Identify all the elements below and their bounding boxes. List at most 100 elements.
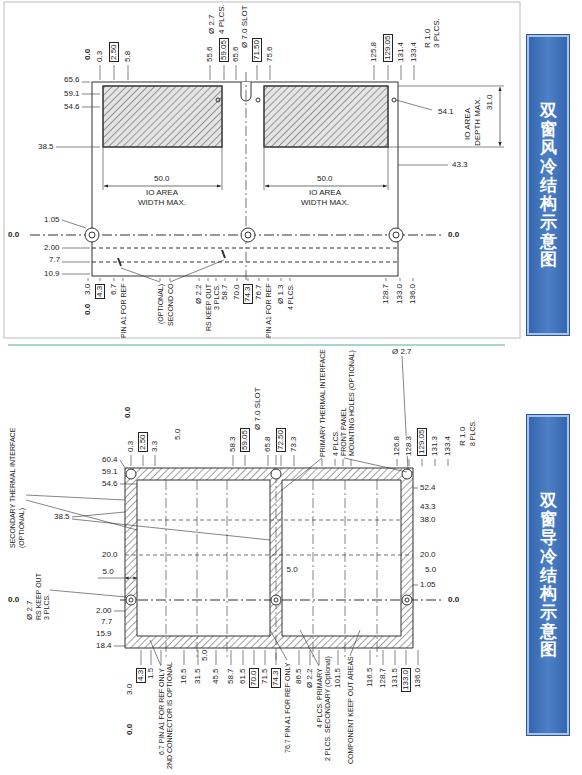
extension-line bbox=[386, 278, 387, 281]
extension-line bbox=[141, 650, 142, 665]
dimension-label: 5.0 bbox=[425, 566, 436, 574]
dimension-label: 1.5 bbox=[147, 668, 155, 679]
air-cooled-board bbox=[245, 232, 251, 238]
dimension-label: 70.0 bbox=[249, 668, 259, 688]
dimension-label: 0.0 bbox=[124, 407, 132, 418]
dimension-label: 59.1 bbox=[64, 90, 80, 98]
frame bbox=[4, 2, 520, 345]
air-cooled-board bbox=[82, 94, 100, 95]
air-cooled-board bbox=[103, 147, 104, 190]
conduction-cooled-board bbox=[313, 480, 314, 660]
extension-line bbox=[100, 65, 101, 80]
extension-line bbox=[199, 278, 200, 281]
dimension-label: PRIMARY THERMAL INTERFACE bbox=[319, 349, 326, 457]
dimension-label: 5.0 bbox=[174, 429, 182, 440]
dimension-label: 72.50 bbox=[276, 428, 286, 452]
title-band: 双窗导冷结构示意图 bbox=[527, 415, 569, 735]
dimension-label: 7.7 bbox=[49, 256, 60, 264]
dimension-label: 43.3 bbox=[452, 161, 468, 169]
dimension-label: 0.3 bbox=[96, 51, 104, 62]
dimension-label: 86.5 bbox=[295, 668, 303, 684]
extension-line bbox=[290, 278, 291, 281]
extension-line bbox=[383, 650, 384, 665]
dimension-label: 125.8 bbox=[370, 42, 378, 62]
dimension-label: 131.4 bbox=[397, 42, 405, 62]
extension-line bbox=[198, 650, 199, 665]
dimension-label: 5.0 bbox=[287, 566, 298, 574]
extension-line bbox=[335, 459, 336, 466]
conduction-cooled-board bbox=[271, 595, 281, 605]
extension-line bbox=[100, 278, 101, 281]
extension-line bbox=[413, 278, 414, 281]
conduction-cooled-board bbox=[345, 480, 346, 660]
dimension-label: 2.00 bbox=[44, 244, 60, 252]
conduction-cooled-board bbox=[126, 469, 136, 479]
extension-line bbox=[216, 650, 217, 665]
extension-line bbox=[400, 278, 401, 281]
dimension-label: 50.0 bbox=[154, 175, 170, 183]
air-cooled-board bbox=[388, 147, 504, 148]
extension-line bbox=[236, 65, 237, 80]
extension-line bbox=[268, 278, 269, 281]
dimension-label: 38.0 bbox=[420, 516, 436, 524]
dimension-label: 76.7 bbox=[255, 284, 263, 300]
air-cooled-board bbox=[62, 248, 90, 249]
conduction-cooled-board bbox=[50, 590, 126, 597]
conduction-cooled-board bbox=[125, 468, 413, 648]
air-cooled-board bbox=[388, 147, 389, 190]
dimension-label: Ø 7.0 SLOT bbox=[241, 5, 249, 48]
dimension-label: Ø 7.0 SLOT bbox=[254, 387, 262, 430]
dimension-label: Ø 2.2 bbox=[306, 668, 314, 688]
extension-line bbox=[299, 650, 300, 665]
extension-line bbox=[248, 278, 249, 281]
dimension-label: DEPTH MAX. bbox=[474, 97, 482, 146]
dimension-label: IO AREA bbox=[146, 189, 178, 197]
extension-line bbox=[243, 650, 244, 665]
dimension-label: Ø 2.7 bbox=[208, 14, 216, 34]
dimension-label: 128.3 bbox=[405, 436, 413, 456]
air-cooled-board bbox=[170, 260, 224, 282]
extension-line bbox=[237, 278, 238, 281]
extension-line bbox=[414, 65, 415, 80]
conduction-cooled-board bbox=[377, 480, 378, 660]
extension-line bbox=[265, 650, 266, 665]
air-cooled-board bbox=[216, 98, 220, 102]
dimension-label: 18.4 bbox=[96, 642, 112, 650]
air-cooled-board bbox=[389, 228, 403, 242]
extension-line bbox=[422, 459, 423, 466]
dimension-label: (OPTIONAL) bbox=[157, 284, 164, 324]
extension-line bbox=[259, 278, 260, 281]
frame bbox=[4, 2, 520, 338]
dimension-label: 52.4 bbox=[420, 484, 436, 492]
conduction-cooled-board bbox=[120, 600, 444, 601]
dimension-label: 55.6 bbox=[206, 46, 214, 62]
air-cooled-board bbox=[82, 107, 100, 108]
dimension-label: 0.0 bbox=[8, 231, 19, 239]
extension-line bbox=[210, 65, 211, 80]
dimension-label: 126.8 bbox=[393, 436, 401, 456]
dimension-label: 4.3 bbox=[95, 284, 105, 299]
dimension-label: 133.0 bbox=[396, 284, 404, 304]
dimension-label: 3 PLCS. bbox=[213, 284, 220, 310]
air-cooled-board bbox=[393, 232, 399, 238]
extension-line bbox=[88, 278, 89, 281]
extension-line bbox=[310, 650, 311, 665]
dimension-label: MOUNTING HOLES (OPTIONAL) bbox=[348, 350, 355, 456]
dimension-label: 0.0 bbox=[448, 231, 459, 239]
conduction-cooled-board bbox=[413, 585, 418, 586]
air-cooled-board bbox=[396, 100, 432, 110]
extension-line bbox=[270, 65, 271, 80]
air-cooled-board bbox=[222, 250, 225, 258]
extension-line bbox=[123, 278, 124, 281]
dimension-label: 38.5 bbox=[38, 143, 54, 151]
dimension-label: 73.3 bbox=[290, 436, 298, 452]
extension-line bbox=[131, 455, 132, 466]
dimension-label: R 1.0 bbox=[424, 29, 432, 48]
air-cooled-board bbox=[222, 147, 223, 190]
dimension-label: 129.05 bbox=[417, 428, 427, 456]
dimension-label: 4.3 bbox=[136, 668, 146, 683]
frame bbox=[8, 345, 505, 346]
air-cooled-board bbox=[85, 228, 99, 242]
conduction-cooled-board bbox=[126, 595, 136, 605]
